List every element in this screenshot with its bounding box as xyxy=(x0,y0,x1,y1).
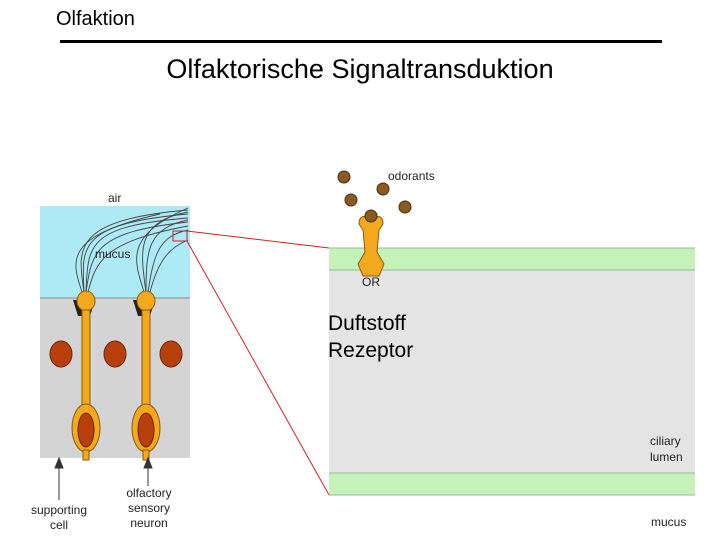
zoom-line-top xyxy=(186,230,330,249)
odorant-molecule xyxy=(344,193,358,207)
zoom-box xyxy=(172,230,188,242)
lower-membrane xyxy=(329,473,695,495)
mucus-label-right: mucus xyxy=(651,515,686,529)
neuron-label-line1: olfactory xyxy=(126,486,171,500)
receptor-label: OR xyxy=(362,275,380,289)
air-label: air xyxy=(108,191,121,205)
supporting-cell-nucleus xyxy=(49,340,73,368)
supporting-cell-label-line2: cell xyxy=(50,518,68,532)
odorant-molecule-bound xyxy=(364,209,378,223)
cilia xyxy=(75,207,189,293)
olfactory-neuron xyxy=(131,290,161,461)
cilium-cross-section: OR odorants ciliary lumen mucus xyxy=(329,169,695,529)
ciliary-lumen-label-line1: ciliary xyxy=(650,434,681,448)
supporting-cell-label-line1: supporting xyxy=(31,503,87,517)
odorant-molecule xyxy=(376,182,390,196)
epithelium-panel: air mucus supporting cell olfactory sens… xyxy=(31,191,190,532)
ciliary-lumen-label-line2: lumen xyxy=(650,450,683,464)
tissue-region xyxy=(40,298,190,458)
zoom-line-bottom xyxy=(186,240,330,496)
header-divider xyxy=(60,40,662,43)
overlay-label-line2: Rezeptor xyxy=(328,339,414,362)
neuron-label-line2: sensory xyxy=(128,501,170,515)
odorant-molecule xyxy=(337,170,351,184)
upper-membrane xyxy=(329,248,695,270)
odorants-label: odorants xyxy=(388,169,435,183)
section-label: Olfaktion xyxy=(56,8,135,30)
pointer-arrows xyxy=(54,456,153,500)
neuron-label-line3: neuron xyxy=(130,516,167,530)
overlay-label-line1: Duftstoff xyxy=(328,312,406,335)
overlay-label: Duftstoff Rezeptor xyxy=(328,310,413,364)
slide-title: Olfaktorische Signaltransduktion xyxy=(166,54,554,84)
odorant-molecule xyxy=(398,200,412,214)
odorant-receptor xyxy=(357,216,385,277)
ciliary-lumen-region xyxy=(329,270,695,473)
supporting-cell-nucleus xyxy=(159,340,183,368)
mucus-label-left: mucus xyxy=(95,247,130,261)
air-mucus-region xyxy=(40,206,190,298)
supporting-cell-nucleus xyxy=(103,340,127,368)
olfactory-neuron xyxy=(71,290,101,461)
